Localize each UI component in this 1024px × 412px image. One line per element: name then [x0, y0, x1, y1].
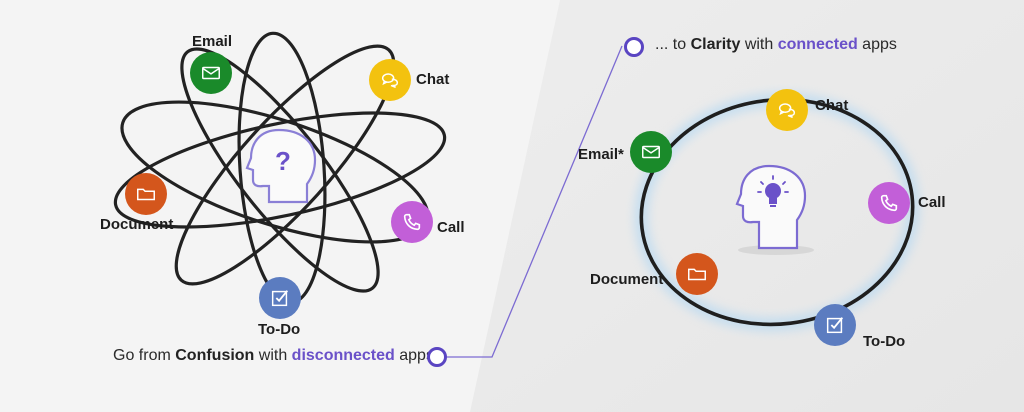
chat-bubbles-icon	[776, 99, 798, 121]
email-node	[190, 52, 232, 94]
chat-node	[766, 89, 808, 131]
chat-bubbles-icon	[379, 69, 401, 91]
call-label: Call	[437, 219, 465, 236]
chat-label: Chat	[815, 97, 849, 114]
email-label: Email	[192, 33, 233, 50]
todo-node	[814, 304, 856, 346]
caption-text: Go from	[113, 347, 176, 364]
caption-text: ... to	[655, 36, 691, 53]
call-label: Call	[918, 194, 946, 211]
head-lightbulb-icon	[735, 164, 807, 250]
document-node	[125, 173, 167, 215]
call-node	[868, 182, 910, 224]
folder-icon	[686, 263, 708, 285]
checkbox-icon	[824, 314, 846, 336]
caption-text: apps	[857, 36, 897, 53]
caption-text: apps	[394, 347, 434, 364]
document-label: Document	[590, 271, 664, 288]
right-caption-marker	[624, 37, 644, 57]
caption-bold: Clarity	[690, 36, 741, 53]
phone-icon	[401, 211, 423, 233]
caption-bold: Confusion	[175, 347, 255, 364]
caption-accent: disconnected	[291, 347, 395, 364]
orbit-ellipse	[174, 44, 396, 286]
phone-icon	[878, 192, 900, 214]
svg-text:?: ?	[275, 146, 291, 176]
orbit-ellipse	[180, 47, 380, 293]
email-label: Email*	[578, 146, 624, 163]
email-node	[630, 131, 672, 173]
todo-node	[259, 277, 301, 319]
caption-text: with	[254, 347, 292, 364]
left-caption-marker	[427, 347, 447, 367]
todo-label: To-Do	[863, 333, 906, 350]
caption-accent: connected	[777, 36, 858, 53]
todo-label: To-Do	[258, 321, 301, 338]
chat-node	[369, 59, 411, 101]
checkbox-icon	[269, 287, 291, 309]
orbit-ellipse	[113, 111, 447, 229]
right-caption: ... to Clarity with connected apps	[655, 36, 897, 54]
connector-line	[446, 45, 623, 358]
left-caption: Go from Confusion with disconnected apps	[113, 347, 434, 365]
head-question-icon: ?	[245, 128, 317, 204]
connected-orbit	[639, 97, 915, 327]
document-node	[676, 253, 718, 295]
caption-text: with	[740, 36, 778, 53]
envelope-icon	[640, 141, 662, 163]
call-node	[391, 201, 433, 243]
chat-label: Chat	[416, 71, 450, 88]
envelope-icon	[200, 62, 222, 84]
folder-icon	[135, 183, 157, 205]
document-label: Document	[100, 216, 174, 233]
